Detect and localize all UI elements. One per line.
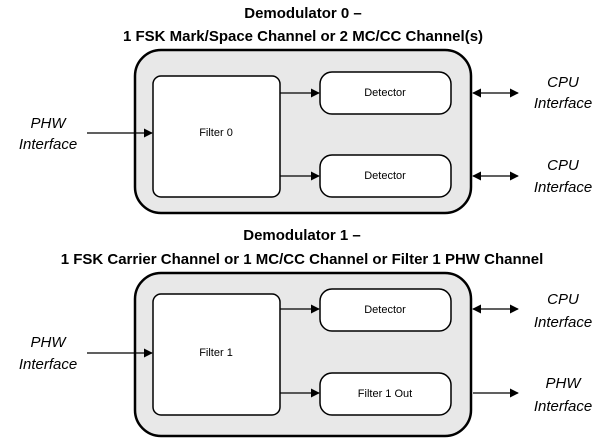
demod0-detector-bottom-box — [319, 154, 452, 198]
demod0-out-bottom-line1: CPU — [547, 157, 579, 174]
demod0-detector-top-box — [319, 71, 452, 115]
demod1-out-bottom-line1: PHW — [546, 375, 583, 392]
demod1-filter-box — [152, 293, 281, 416]
demod0-out-top-line2: Interface — [534, 95, 592, 112]
demod1-out-top-line1: CPU — [547, 291, 579, 308]
demod1-out-top-line2: Interface — [534, 314, 592, 331]
demod0-input-line1: PHW — [31, 115, 68, 132]
demod0-title-line1: Demodulator 0 – — [244, 5, 362, 22]
demod1-filter-out-label: Filter 1 Out — [358, 388, 412, 400]
demod1-title-line1: Demodulator 1 – — [243, 227, 361, 244]
demod1-input-line2: Interface — [19, 356, 77, 373]
demod0-detector-bottom-label: Detector — [364, 170, 406, 182]
demod0-input-line2: Interface — [19, 136, 77, 153]
demod1-detector-label: Detector — [364, 304, 406, 316]
demod0-filter-label: Filter 0 — [199, 127, 233, 139]
demod0-detector-top-label: Detector — [364, 87, 406, 99]
demod1-filter-out-box — [319, 372, 452, 416]
demod1-detector-box — [319, 288, 452, 332]
demod1-title-line2: 1 FSK Carrier Channel or 1 MC/CC Channel… — [61, 251, 544, 268]
demod1-filter-label: Filter 1 — [199, 347, 233, 359]
demodulator-1: Demodulator 1 – 1 FSK Carrier Channel or… — [19, 227, 592, 438]
demod0-filter-box — [152, 75, 281, 198]
demod1-input-line1: PHW — [31, 334, 68, 351]
demodulator-0: Demodulator 0 – 1 FSK Mark/Space Channel… — [19, 5, 592, 215]
demod1-out-bottom-line2: Interface — [534, 398, 592, 415]
demod0-out-bottom-line2: Interface — [534, 179, 592, 196]
demod0-title-line2: 1 FSK Mark/Space Channel or 2 MC/CC Chan… — [123, 28, 483, 45]
demod0-out-top-line1: CPU — [547, 74, 579, 91]
